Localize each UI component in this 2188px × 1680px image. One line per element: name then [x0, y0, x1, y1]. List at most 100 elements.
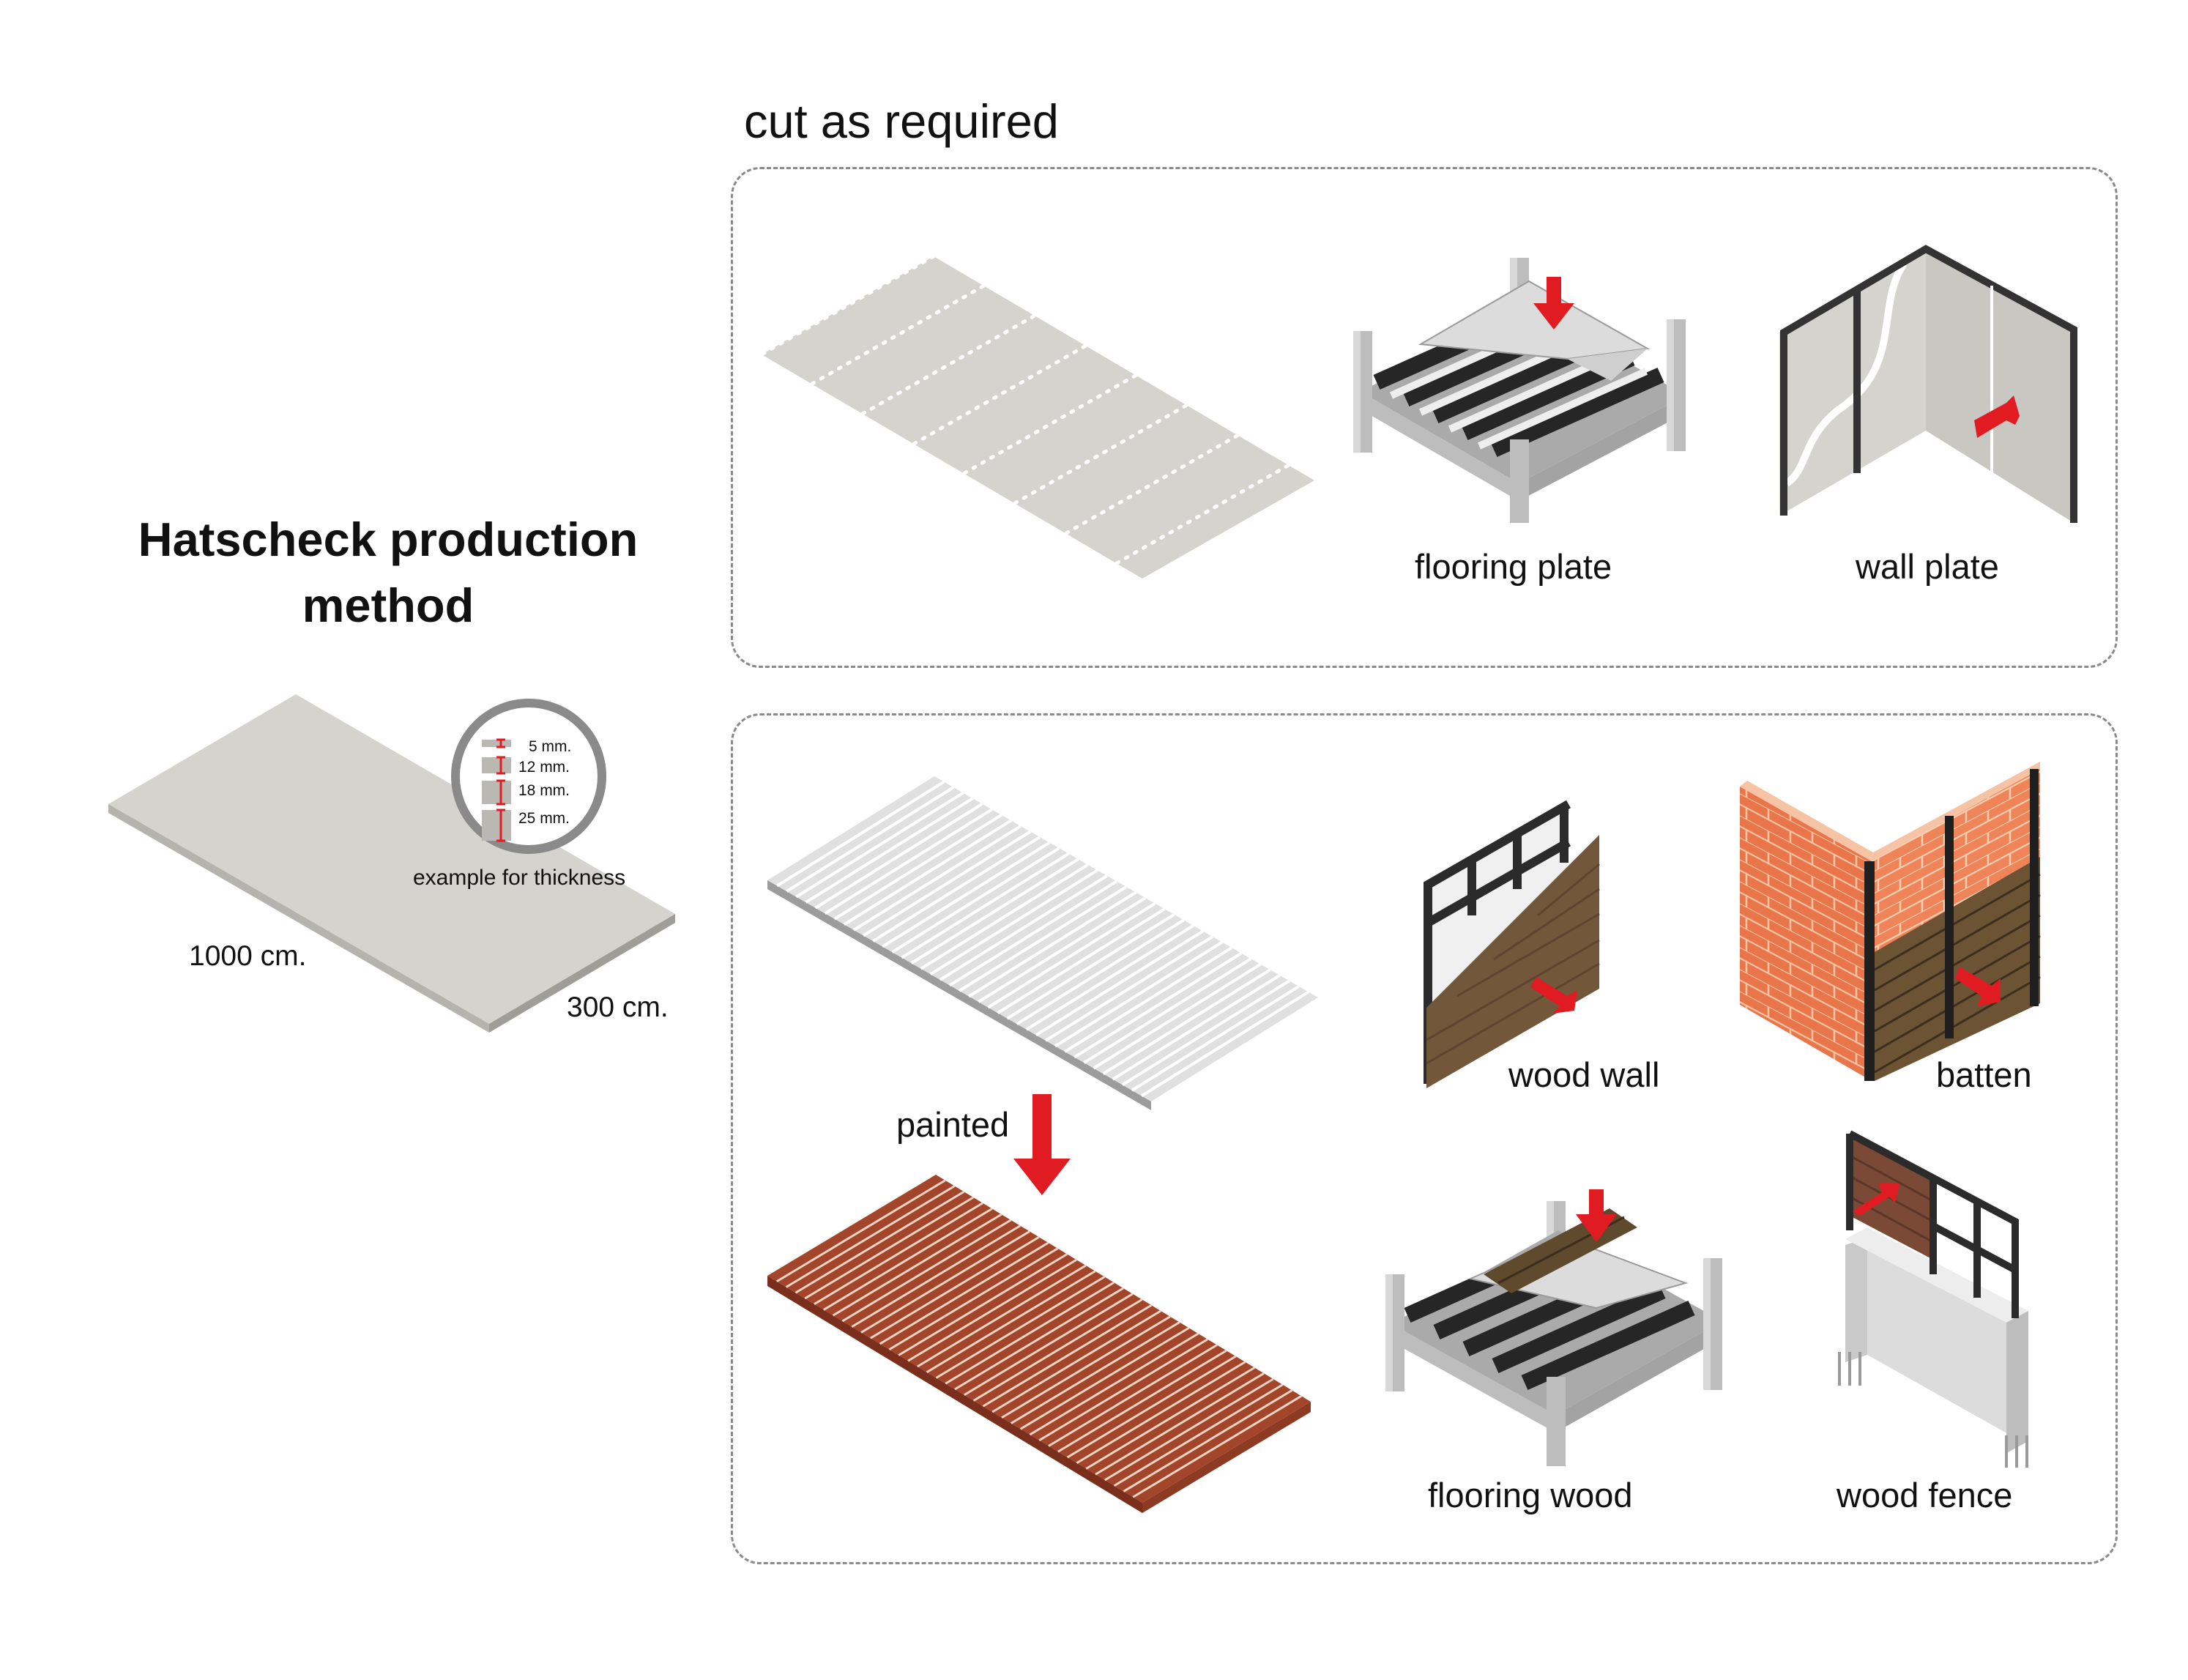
slat-divider	[776, 1179, 946, 1283]
slat-divider	[910, 858, 1079, 964]
slat-divider	[1104, 1378, 1274, 1482]
slat-divider	[1113, 1383, 1284, 1487]
slat-divider	[1066, 1355, 1237, 1459]
slat-divider	[860, 1230, 1030, 1334]
slat-divider	[1001, 1315, 1171, 1419]
slat-divider	[832, 1213, 1002, 1317]
wood-fence-label: wood fence	[1837, 1476, 2013, 1514]
cut-sheet-dotted	[759, 254, 1314, 579]
slat-divider	[1140, 990, 1309, 1098]
wall-plate-label: wall plate	[1856, 547, 1999, 586]
slat-divider	[1029, 1332, 1199, 1436]
slat-divider	[1121, 979, 1290, 1087]
slat-divider	[898, 1253, 1068, 1356]
slat-divider	[814, 803, 983, 910]
flooring-wood-label: flooring wood	[1428, 1476, 1633, 1514]
slat-divider	[785, 1185, 956, 1288]
slat-divider	[1019, 1326, 1190, 1430]
width-label: 300 cm.	[567, 992, 669, 1023]
painted-label: painted	[896, 1105, 1010, 1144]
painted-wood-sheet	[767, 1175, 1311, 1513]
slat-divider	[1064, 946, 1233, 1053]
thickness-label-25mm: 25 mm.	[518, 810, 570, 827]
thickness-label-5mm: 5 mm.	[529, 738, 572, 755]
slat-divider	[833, 814, 1002, 921]
slat-divider	[1035, 929, 1204, 1037]
slat-divider	[972, 1298, 1143, 1402]
slat-divider	[1131, 985, 1300, 1092]
slat-divider	[945, 1281, 1115, 1385]
batten-label: batten	[1936, 1055, 2032, 1094]
thickness-bar-18mm	[482, 781, 511, 804]
down-arrow-icon	[1533, 277, 1574, 330]
slat-divider	[1038, 1338, 1208, 1442]
batten-icon	[1740, 762, 2041, 1081]
slat-divider	[948, 880, 1117, 987]
slat-divider	[907, 1258, 1077, 1362]
slat-divider	[1011, 1321, 1180, 1424]
slat-divider	[987, 902, 1156, 1009]
thickness-magnifier	[451, 699, 606, 854]
slat-divider	[997, 907, 1166, 1014]
slat-divider	[1076, 1361, 1246, 1465]
slat-divider	[1048, 1344, 1218, 1447]
thickness-bar-25mm	[482, 810, 511, 841]
slat-divider	[823, 1208, 993, 1311]
slat-divider	[851, 1224, 1021, 1328]
slat-divider	[795, 1190, 965, 1294]
slat-divider	[978, 896, 1147, 1003]
slat-divider	[1054, 940, 1224, 1048]
slat-divider	[852, 825, 1022, 932]
slat-divider	[935, 1276, 1106, 1379]
slat-divider	[888, 1247, 1059, 1351]
title-line-1: Hatscheck production	[138, 513, 639, 566]
slat-divider	[870, 1235, 1040, 1339]
slat-divider	[879, 1241, 1049, 1345]
slat-divider	[1044, 935, 1213, 1042]
slat-divider	[862, 830, 1032, 937]
cut-as-required-heading: cut as required	[744, 94, 1059, 148]
thickness-label-18mm: 18 mm.	[518, 782, 570, 799]
slat-divider	[841, 1219, 1012, 1323]
slat-divider	[882, 841, 1051, 948]
slat-divider	[843, 819, 1012, 926]
finished-products-box	[731, 713, 2118, 1564]
slat-divider	[917, 1264, 1087, 1368]
painted-arrow-icon	[1013, 1094, 1071, 1195]
slat-divider	[991, 1309, 1161, 1413]
thickness-label-12mm: 12 mm.	[518, 759, 570, 776]
flooring-plate-label: flooring plate	[1415, 547, 1612, 586]
slat-divider	[1006, 913, 1175, 1020]
flooring-wood-icon	[1385, 1189, 1722, 1466]
slat-divider	[1102, 968, 1271, 1075]
slat-divider	[804, 1196, 974, 1300]
slat-divider	[795, 791, 964, 899]
slat-divider	[1132, 1394, 1302, 1498]
slat-divider	[964, 1293, 1134, 1397]
fiber-cement-sheet	[108, 694, 675, 1033]
slat-divider	[982, 1304, 1153, 1408]
thickness-bar-12mm	[482, 757, 511, 773]
slat-divider	[901, 852, 1070, 959]
wood-fence-icon	[1838, 1130, 2028, 1468]
slat-divider	[920, 863, 1089, 970]
slat-divider	[776, 780, 945, 888]
slat-divider	[968, 891, 1137, 998]
slat-divider	[1057, 1349, 1227, 1453]
slat-divider	[954, 1287, 1124, 1391]
slat-divider	[824, 808, 993, 915]
slat-divider	[1073, 951, 1243, 1059]
slat-divider	[786, 786, 955, 893]
slat-divider	[939, 874, 1108, 981]
thickness-bar-5mm	[482, 740, 511, 747]
cut-as-required-box	[731, 167, 2118, 668]
slat-divider	[814, 1202, 983, 1306]
slat-divider	[1095, 1372, 1265, 1476]
thickness-caption: example for thickness	[413, 866, 626, 890]
slat-divider	[1093, 963, 1262, 1070]
slat-divider	[1025, 924, 1194, 1031]
slat-divider	[958, 885, 1128, 992]
slat-divider	[926, 1270, 1096, 1374]
